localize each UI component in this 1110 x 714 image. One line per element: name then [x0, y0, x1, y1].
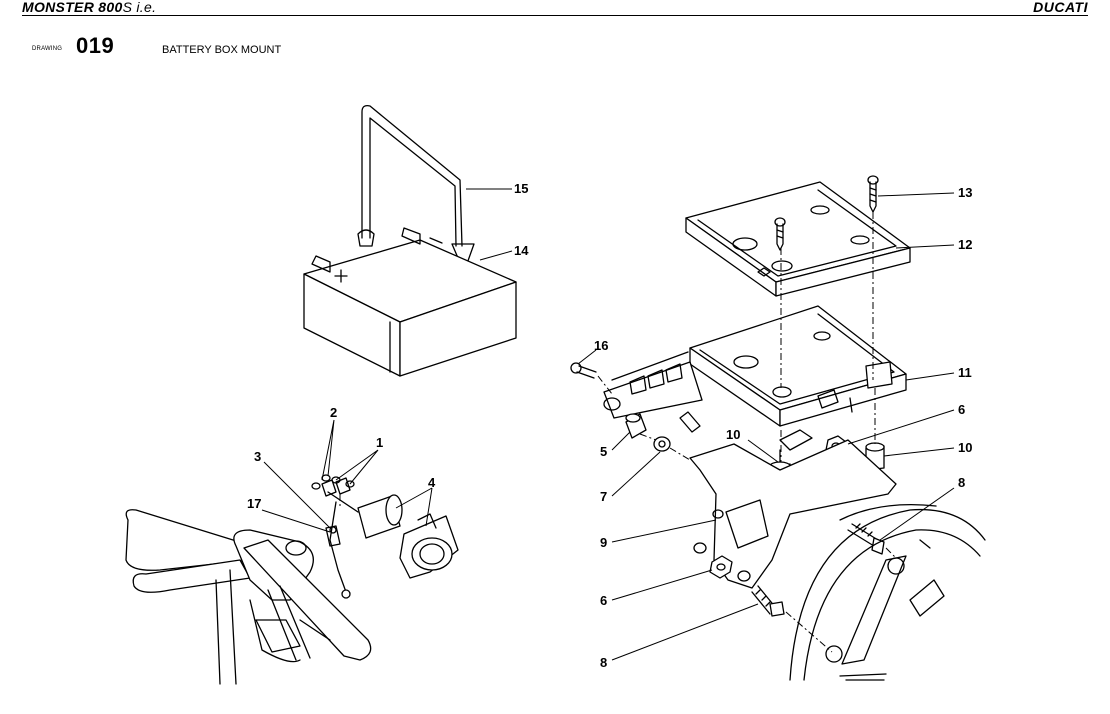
- callout-10-right: 10: [958, 440, 972, 455]
- drawing-title: BATTERY BOX MOUNT: [162, 44, 282, 56]
- battery-tray-lower: [689, 305, 907, 427]
- callout-2: 2: [330, 405, 337, 420]
- drawing-label: DRAWING: [32, 46, 63, 52]
- drawing-number: 019: [76, 33, 115, 58]
- rear-mudguard: [789, 503, 986, 681]
- rubber-grommet-7: [653, 436, 671, 452]
- model-name-main: MONSTER 800: [22, 0, 123, 15]
- bolt-8-lower: [751, 585, 785, 617]
- battery: [303, 227, 517, 377]
- battery-strap: [357, 104, 475, 273]
- callout-7: 7: [600, 489, 607, 504]
- callout-1: 1: [376, 435, 383, 450]
- model-name-suffix: S i.e.: [122, 0, 157, 15]
- header-divider: [22, 15, 1088, 16]
- callout-15: 15: [514, 181, 528, 196]
- callout-13: 13: [958, 185, 972, 200]
- callout-14: 14: [514, 243, 529, 258]
- mounting-bracket-9: [689, 429, 897, 589]
- relay-assembly: [311, 474, 403, 599]
- callout-17: 17: [247, 496, 261, 511]
- callout-9: 9: [600, 535, 607, 550]
- callout-8-right: 8: [958, 475, 965, 490]
- callout-4: 4: [428, 475, 436, 490]
- model-name: MONSTER 800S i.e.: [22, 0, 156, 15]
- frame-section: [125, 509, 372, 685]
- screw-13: [867, 175, 879, 213]
- callout-11: 11: [958, 365, 972, 380]
- brand-logo-text: DUCATI: [1033, 0, 1088, 15]
- callout-10-left: 10: [726, 427, 740, 442]
- callout-6-lower: 6: [600, 593, 607, 608]
- spacer-5: [625, 413, 647, 439]
- leader-lines: [261, 188, 955, 661]
- rubber-holder-4: [399, 513, 459, 579]
- screw-16: [570, 362, 597, 379]
- callout-16: 16: [594, 338, 608, 353]
- callout-12: 12: [958, 237, 972, 252]
- fuse-connector-block: [603, 351, 703, 433]
- callout-8-lower: 8: [600, 655, 607, 670]
- callout-5: 5: [600, 444, 607, 459]
- assembly-axes: [339, 212, 897, 653]
- callout-6-upper: 6: [958, 402, 965, 417]
- battery-tray-upper: [685, 181, 911, 297]
- page-header: MONSTER 800S i.e. DUCATI: [0, 0, 1110, 16]
- tray-screw: [774, 217, 786, 251]
- nut-6-lower: [709, 555, 733, 579]
- callout-labels: 15 14 13 12 11 6 10 8 10 16 5 7 9 6 8 2 …: [247, 181, 972, 670]
- callout-3: 3: [254, 449, 261, 464]
